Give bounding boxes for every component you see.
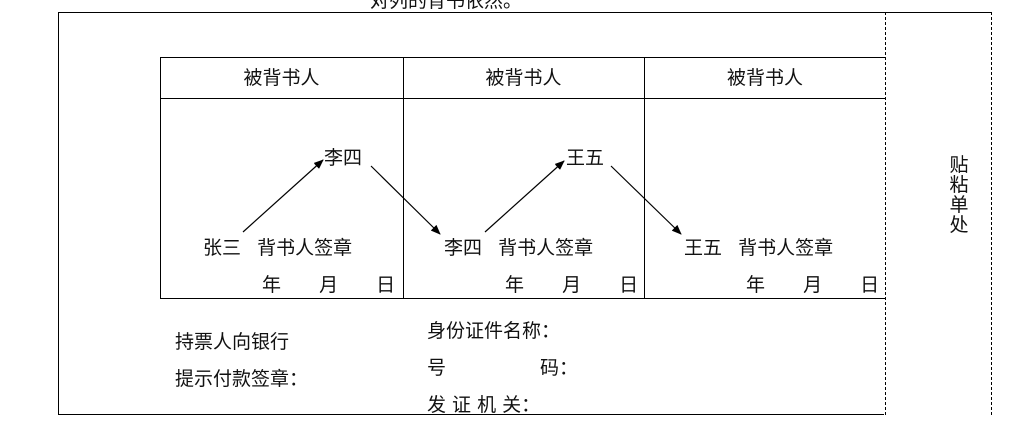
endorser-signature-line: 王五 背书人签章: [684, 233, 833, 260]
signature-label: 背书人签章: [738, 237, 834, 259]
stub-char: 粘: [949, 174, 969, 196]
date-day: 日: [860, 274, 880, 296]
endorsee-name: 李四: [324, 147, 363, 169]
date-month: 月: [319, 274, 339, 296]
id-authority-field: 发 证 机 关：: [427, 394, 541, 416]
arrow-zhangsan-to-lisi: [242, 159, 324, 233]
id-number-label-b: 码：: [540, 357, 579, 379]
date-month: 月: [803, 274, 823, 296]
holder-line-1: 持票人向银行: [175, 331, 290, 353]
stub-char: 处: [949, 214, 969, 236]
column-header: 被背书人: [726, 67, 803, 89]
frame-left-border: [58, 12, 59, 415]
endorsee-name: 王五: [566, 147, 605, 169]
endorser-name: 张三: [203, 237, 242, 259]
endorser-name: 王五: [684, 237, 723, 259]
date-line: 年 月 日: [505, 270, 638, 297]
table-divider-1: [403, 57, 404, 299]
id-name-field: 身份证件名称：: [427, 320, 561, 342]
date-year: 年: [262, 274, 282, 296]
signature-label: 背书人签章: [498, 237, 594, 259]
cut-off-heading: 对列的背书依然。: [370, 0, 523, 12]
holder-line-2: 提示付款签章：: [175, 368, 309, 390]
table-top-border: [160, 57, 886, 58]
date-line: 年 月 日: [746, 270, 879, 297]
stub-char: 单: [949, 194, 969, 216]
date-year: 年: [746, 274, 766, 296]
table-divider-2: [644, 57, 645, 299]
signature-label: 背书人签章: [257, 237, 353, 259]
date-month: 月: [562, 274, 582, 296]
stub-char: 贴: [949, 154, 969, 176]
arrow-lisi-to-wangwu: [484, 160, 565, 233]
right-dashed-edge: [991, 12, 992, 415]
column-header: 被背书人: [243, 67, 320, 89]
endorser-name: 李四: [444, 237, 483, 259]
date-day: 日: [619, 274, 639, 296]
table-header-divider: [160, 98, 886, 99]
column-header: 被背书人: [485, 67, 562, 89]
endorser-signature-line: 李四 背书人签章: [444, 233, 593, 260]
perforation-line: [885, 12, 886, 415]
table-left-border: [160, 57, 161, 299]
arrow-lisi-to-lisi: [370, 165, 441, 235]
date-year: 年: [505, 274, 525, 296]
date-line: 年 月 日: [262, 270, 395, 297]
date-day: 日: [376, 274, 396, 296]
paste-slip-label: 贴 粘 单 处: [944, 155, 974, 235]
frame-bottom-border: [58, 414, 884, 415]
id-number-label-a: 号: [427, 357, 447, 379]
arrow-wangwu-to-wangwu: [610, 165, 682, 235]
table-bottom-border: [160, 298, 886, 299]
endorser-signature-line: 张三 背书人签章: [203, 233, 352, 260]
frame-top-border: [58, 12, 992, 13]
